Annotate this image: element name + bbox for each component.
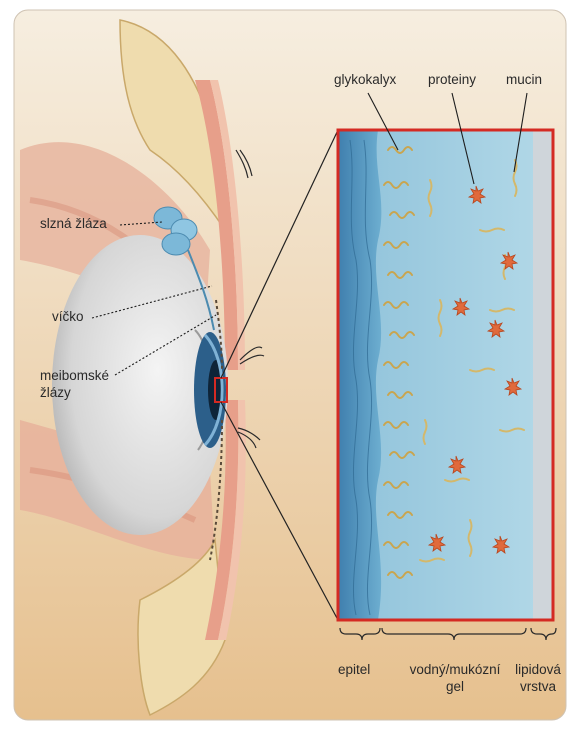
tear-film-inset bbox=[338, 130, 553, 620]
label-glycocalyx: glykokalyx bbox=[334, 72, 396, 88]
eyeball bbox=[52, 235, 228, 535]
label-meibomian-glands-line1: meibomské bbox=[40, 368, 109, 384]
label-aqueous-gel-line2: gel bbox=[405, 679, 505, 695]
label-mucin: mucin bbox=[506, 72, 542, 88]
label-meibomian-glands-line2: žlázy bbox=[40, 385, 71, 401]
label-aqueous-gel-line1: vodný/mukózní bbox=[405, 662, 505, 678]
label-lipid-layer-line1: lipidová bbox=[508, 662, 568, 678]
label-lipid-layer-line2: vrstva bbox=[508, 679, 568, 695]
label-eyelid: víčko bbox=[52, 309, 84, 325]
label-proteins: proteiny bbox=[428, 72, 476, 88]
label-tear-gland: slzná žláza bbox=[40, 216, 107, 232]
label-epithelium: epitel bbox=[338, 662, 370, 678]
